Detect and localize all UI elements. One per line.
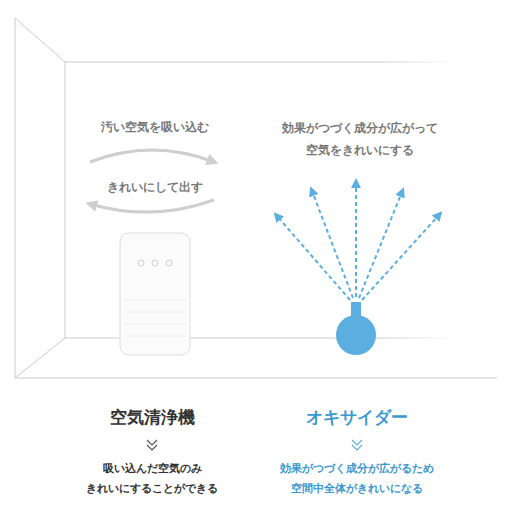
chevron-down [352,440,362,450]
description: 吸い込んだ空気のみ きれいにすることができる [57,459,247,500]
room-outline [15,18,497,378]
intake-arrow [90,150,214,162]
product-name: 空気清浄機 [42,402,262,433]
chevron-down [147,440,157,450]
annotation: 汚い空気を吸い込む [55,116,255,138]
outflow-arrow [90,200,214,212]
annotation: きれいにして出す [55,176,255,198]
air-purifier [120,233,190,355]
spread-arrows [277,183,439,300]
annotation: 効果がつづく成分が広がって 空気をきれいにする [260,117,460,161]
oxider-bottle [336,302,376,355]
description: 効果がつづく成分が広がるため 空間中全体がきれいになる [257,459,457,500]
product-name: オキサイダー [247,402,467,433]
wall-top-line [65,62,460,63]
